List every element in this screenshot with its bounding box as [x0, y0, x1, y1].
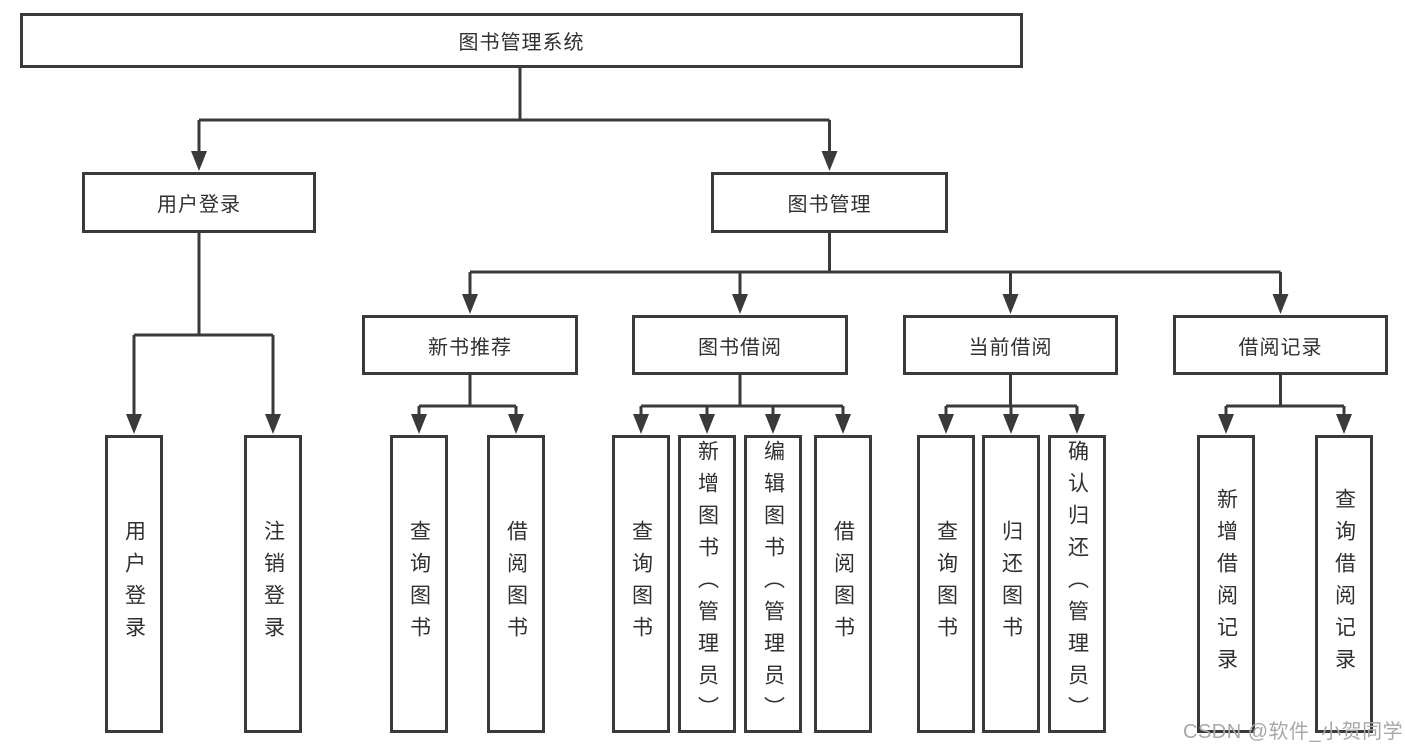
node-label: 用户登录: [122, 520, 146, 648]
node-label: 图书管理系统: [458, 32, 585, 54]
node-label: 新增借阅记录: [1214, 488, 1238, 680]
node-label: 图书管理: [787, 194, 872, 216]
leaf-query-books-current: 查询图书: [917, 435, 975, 733]
leaf-query-books-recommend: 查询图书: [390, 435, 448, 733]
node-label: 图书借阅: [698, 336, 782, 359]
node-label: 借阅图书: [504, 520, 528, 648]
leaf-query-borrow-record: 查询借阅记录: [1315, 435, 1373, 733]
node-label: 借阅图书: [831, 520, 855, 648]
node-label: 新增图书（管理员）: [695, 440, 719, 728]
node-label: 查询图书: [629, 520, 653, 648]
node-user-login: 用户登录: [82, 172, 316, 233]
leaf-query-books-borrow: 查询图书: [612, 435, 670, 733]
leaf-edit-books-admin: 编辑图书（管理员）: [744, 435, 802, 733]
leaf-add-books-admin: 新增图书（管理员）: [678, 435, 736, 733]
node-label: 查询图书: [934, 520, 958, 648]
node-borrow-records: 借阅记录: [1173, 315, 1388, 375]
node-label: 当前借阅: [968, 336, 1053, 359]
node-book-borrow: 图书借阅: [632, 315, 848, 375]
node-label: 注销登录: [261, 520, 285, 648]
leaf-borrow-books: 借阅图书: [814, 435, 872, 733]
leaf-confirm-return-admin: 确认归还（管理员）: [1048, 435, 1106, 733]
node-label: 归还图书: [999, 520, 1023, 648]
node-label: 查询图书: [407, 520, 431, 648]
node-label: 确认归还（管理员）: [1065, 440, 1089, 728]
node-label: 新书推荐: [428, 336, 512, 359]
node-new-book-recommend: 新书推荐: [362, 315, 578, 375]
leaf-user-login: 用户登录: [105, 435, 163, 733]
leaf-add-borrow-record: 新增借阅记录: [1197, 435, 1255, 733]
node-label: 用户登录: [157, 194, 241, 216]
node-label: 查询借阅记录: [1332, 488, 1356, 680]
csdn-watermark: CSDN @软件_小贺同学: [1183, 721, 1404, 743]
node-label: 编辑图书（管理员）: [761, 440, 785, 728]
node-book-management: 图书管理: [711, 172, 948, 233]
node-current-borrow: 当前借阅: [903, 315, 1118, 375]
leaf-return-books: 归还图书: [982, 435, 1040, 733]
leaf-borrow-books-recommend: 借阅图书: [487, 435, 545, 733]
node-label: 借阅记录: [1238, 336, 1323, 359]
node-book-management-system: 图书管理系统: [20, 13, 1023, 68]
leaf-logout: 注销登录: [244, 435, 302, 733]
